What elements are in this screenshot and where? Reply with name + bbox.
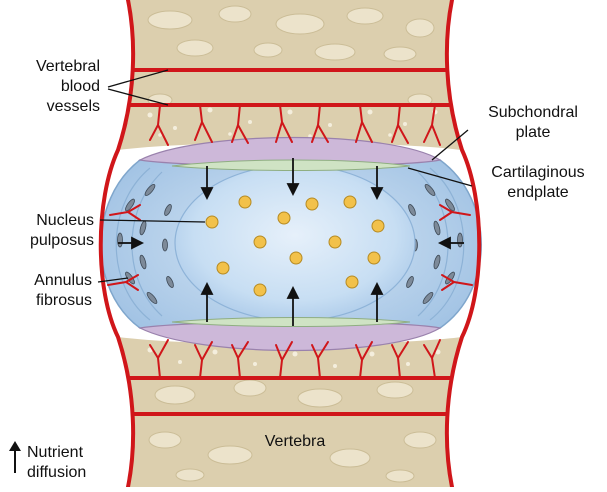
leader-cartilaginous: [407, 167, 473, 187]
leader-lines: [97, 69, 473, 283]
legend-arrow-icon: [9, 441, 21, 473]
arrow-down-right: [370, 166, 384, 201]
annulus-ring-3: [429, 167, 465, 321]
label-subchondral-line-1: Subchondral: [488, 104, 578, 121]
label-nucleus-line-1: Nucleus: [36, 212, 94, 229]
legend-line-1: Nutrient: [27, 444, 84, 461]
label-annulus-line-1: Annulus: [34, 272, 92, 289]
label-cartilaginous-endplate: Cartilaginous endplate: [476, 163, 600, 203]
arrow-right-left-side: [118, 236, 145, 250]
label-nucleus-pulposus: Nucleus pulposus: [4, 211, 94, 251]
upper-vertebra-texture: [147, 5, 435, 107]
nucleus-cells: [205, 195, 385, 297]
leader-annulus: [97, 277, 129, 283]
legend-nutrient-diffusion: Nutrient diffusion: [27, 443, 86, 483]
label-annulus-fibrosus: Annulus fibrosus: [4, 271, 92, 311]
vertebral-blood-vessels: [98, 0, 482, 489]
label-vessels-line-2: blood: [60, 78, 100, 95]
upper-subchondral-speckles: [147, 107, 438, 138]
arrow-down-left: [200, 166, 214, 201]
label-cartilaginous-line-1: Cartilaginous: [491, 164, 585, 181]
leader-vessels-2: [107, 88, 169, 106]
legend-line-2: diffusion: [27, 464, 87, 481]
label-annulus-line-2: fibrosus: [35, 292, 92, 309]
arrow-up-left: [200, 281, 214, 322]
leader-vessels-1: [107, 69, 169, 88]
lateral-capillaries: [107, 204, 473, 291]
label-subchondral-line-2: plate: [515, 124, 551, 141]
leader-nucleus: [99, 219, 206, 223]
lower-cartilaginous-endplate: [171, 317, 411, 327]
label-vertebra: Vertebra: [264, 433, 326, 450]
arrow-left-right-side: [437, 236, 464, 250]
lower-capillaries: [149, 339, 441, 379]
lower-vertebra-texture: [148, 379, 437, 483]
label-vessels-line-1: Vertebral: [35, 58, 100, 75]
upper-capillaries: [149, 104, 441, 146]
upper-endplate: [138, 136, 442, 171]
arrow-up-center: [286, 285, 300, 326]
arrow-up-right: [370, 281, 384, 322]
label-nucleus-line-2: pulposus: [29, 232, 94, 249]
upper-vertebra: [118, 0, 462, 150]
label-vertebral-blood-vessels: Vertebral blood vessels: [4, 57, 100, 117]
upper-cartilaginous-endplate: [171, 159, 411, 171]
label-cartilaginous-line-2: endplate: [507, 184, 569, 201]
label-vessels-line-3: vessels: [46, 98, 100, 115]
upper-vertebra-body: [118, 0, 462, 150]
lower-endplate: [138, 317, 442, 352]
arrow-down-center: [286, 158, 300, 197]
annulus-ring-1: [115, 167, 151, 321]
label-subchondral-plate: Subchondral plate: [470, 103, 596, 143]
leader-subchondral: [431, 129, 469, 161]
nutrient-diffusion-arrows: [118, 158, 464, 326]
